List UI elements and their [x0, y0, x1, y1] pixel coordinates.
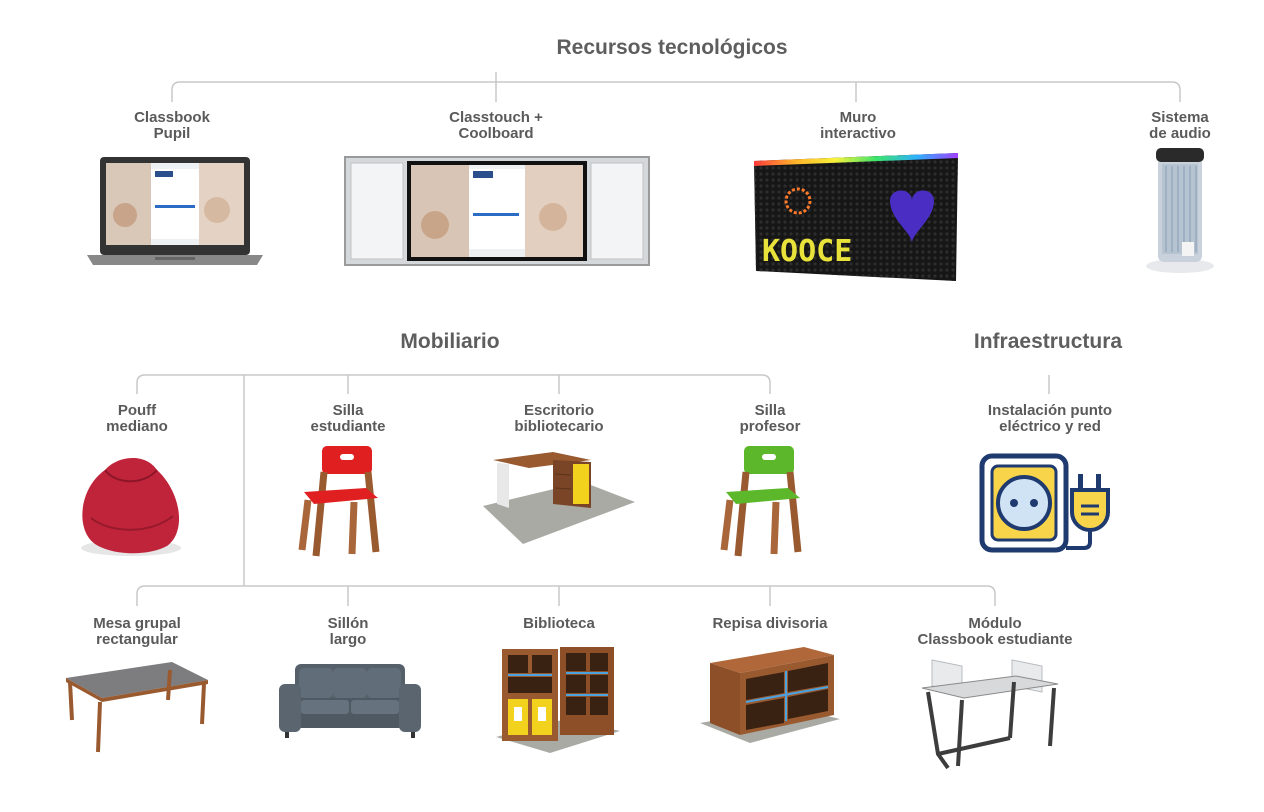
interactive-board-icon — [344, 156, 650, 266]
teacher-chair-icon — [720, 446, 802, 557]
label-mesa-grupal: Mesa grupal rectangular — [93, 615, 181, 648]
section-title-tech: Recursos tecnológicos — [556, 36, 788, 59]
label-silla-profesor: Silla profesor — [739, 402, 801, 435]
led-wall-icon: KOOCE — [754, 153, 958, 281]
label-modulo: Módulo Classbook estudiante — [917, 615, 1073, 648]
label-silla-estudiante: Silla estudiante — [310, 402, 386, 435]
sofa-icon — [279, 664, 421, 738]
label-biblioteca: Biblioteca — [523, 615, 595, 632]
label-pouff: Pouff mediano — [106, 402, 168, 435]
label-sillon: Sillón largo — [327, 615, 369, 648]
group-table-icon — [66, 662, 208, 753]
label-classbook-pupil: Classbook Pupil — [134, 109, 210, 142]
label-sistema-audio: Sistema de audio — [1149, 109, 1211, 142]
label-classtouch-coolboard: Classtouch + Coolboard — [449, 109, 543, 142]
bookcase-icon — [496, 647, 620, 753]
student-module-icon — [921, 659, 1059, 770]
beanbag-icon — [81, 457, 181, 556]
section-title-infra: Infraestructura — [973, 330, 1123, 353]
label-escritorio: Escritorio bibliotecario — [514, 402, 604, 435]
led-wall-text: KOOCE — [762, 234, 852, 269]
speaker-icon — [1146, 148, 1214, 273]
label-muro-interactivo: Muro interactivo — [820, 109, 896, 142]
shelf-divider-icon — [700, 647, 840, 743]
desk-icon — [483, 452, 635, 544]
student-chair-icon — [298, 446, 380, 557]
laptop-icon — [87, 157, 263, 265]
section-title-furniture: Mobiliario — [400, 330, 500, 353]
label-repisa: Repisa divisoria — [712, 615, 828, 632]
label-instalacion: Instalación punto eléctrico y red — [987, 402, 1113, 435]
power-outlet-icon — [979, 453, 1110, 553]
